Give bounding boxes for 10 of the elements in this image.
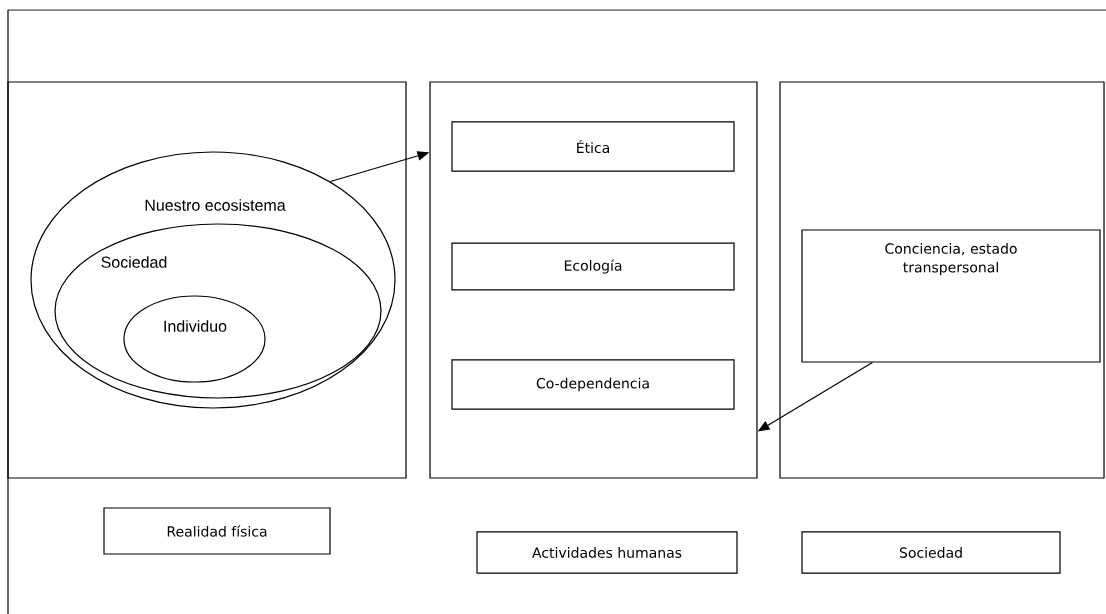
text-box: Co-dependencia	[451, 359, 735, 410]
panel	[7, 81, 407, 479]
text-box: Realidad física	[103, 507, 331, 555]
panel	[779, 81, 1105, 479]
text-box: Actividades humanas	[476, 531, 738, 574]
panel	[429, 81, 758, 479]
text-box: Ecología	[451, 242, 735, 291]
text-box: Ética	[451, 121, 735, 172]
text-box: Conciencia, estado transpersonal	[801, 229, 1101, 363]
text-box: Sociedad	[801, 531, 1061, 574]
